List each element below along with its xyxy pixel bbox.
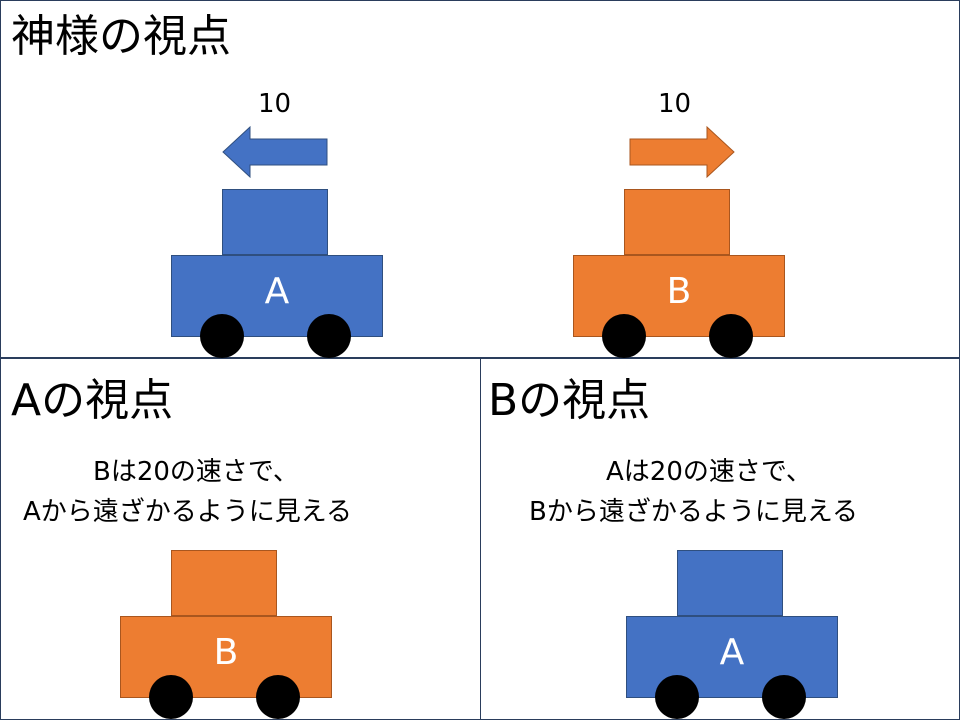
arrow-left-icon xyxy=(222,125,328,179)
god-view-title: 神様の視点 xyxy=(11,11,231,62)
b-view-title: Bの視点 xyxy=(488,375,651,426)
a-view-title: Aの視点 xyxy=(11,375,174,426)
car-a-speed-label: 10 xyxy=(258,89,292,119)
b-view-caption-line2: Bから遠ざかるように見える xyxy=(529,497,859,527)
car-b: B xyxy=(573,189,785,359)
car-cabin xyxy=(624,189,730,255)
car-cabin xyxy=(222,189,328,255)
arrow-right-icon xyxy=(629,125,735,179)
b-view-caption-line1: Aは20の速さで、 xyxy=(606,457,812,487)
wheel-icon xyxy=(307,314,351,358)
car-label: A xyxy=(264,271,290,312)
car-a: A xyxy=(171,189,383,359)
wheel-icon xyxy=(762,675,806,719)
a-view-panel: Aの視点 Bは20の速さで、 Aから遠ざかるように見える B xyxy=(0,358,481,720)
wheel-icon xyxy=(200,314,244,358)
car-label: B xyxy=(213,632,239,673)
car-label: B xyxy=(666,271,692,312)
wheel-icon xyxy=(256,675,300,719)
god-view-panel: 神様の視点 10 10 A B xyxy=(0,0,960,358)
a-view-caption-line2: Aから遠ざかるように見える xyxy=(23,497,353,527)
car-b: B xyxy=(120,550,332,720)
car-body: B xyxy=(573,255,785,337)
car-cabin xyxy=(171,550,277,616)
wheel-icon xyxy=(149,675,193,719)
wheel-icon xyxy=(602,314,646,358)
wheel-icon xyxy=(655,675,699,719)
car-label: A xyxy=(719,632,745,673)
car-a: A xyxy=(626,550,838,720)
b-view-panel: Bの視点 Aは20の速さで、 Bから遠ざかるように見える A xyxy=(481,358,960,720)
car-cabin xyxy=(677,550,783,616)
car-b-speed-label: 10 xyxy=(658,89,692,119)
a-view-caption-line1: Bは20の速さで、 xyxy=(93,457,299,487)
wheel-icon xyxy=(709,314,753,358)
